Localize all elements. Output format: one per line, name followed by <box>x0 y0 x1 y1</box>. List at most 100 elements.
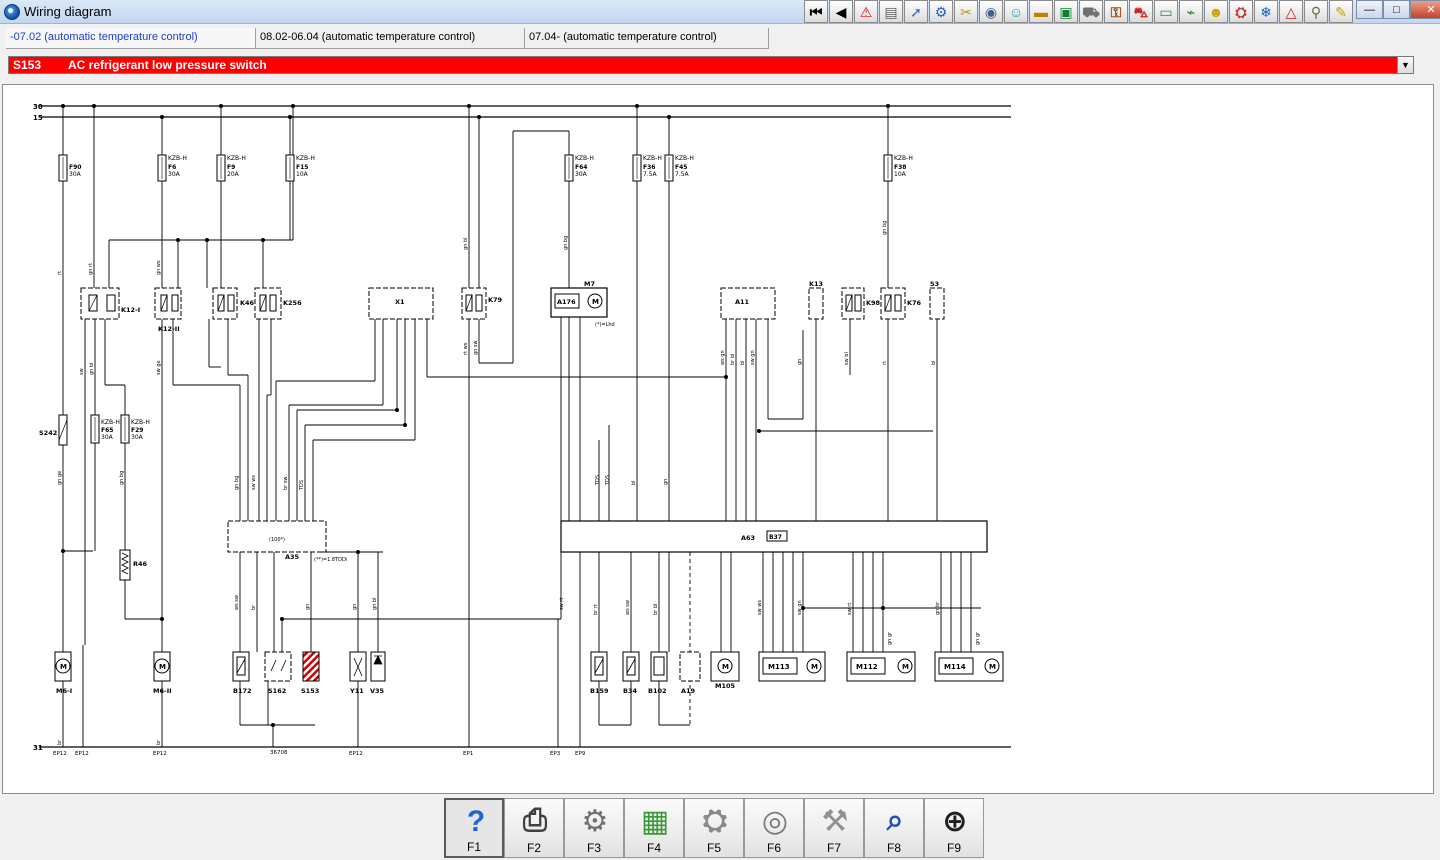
svg-text:gn: gn <box>352 604 358 610</box>
svg-text:M6-I: M6-I <box>56 687 72 695</box>
toolbar-button-abs[interactable]: △ <box>1279 0 1303 23</box>
component-select[interactable]: S153 AC refrigerant low pressure switch … <box>8 56 1414 74</box>
toolbar-button-warning[interactable]: ⚠ <box>854 0 878 23</box>
rail-31-label: 31 <box>33 744 43 752</box>
variant-tab-1[interactable]: -07.02 (automatic temperature control) <box>6 28 256 49</box>
ac-system-icon: ⚙ <box>581 804 609 838</box>
svg-text:B102: B102 <box>648 687 667 695</box>
svg-text:7.5A: 7.5A <box>675 171 690 178</box>
toolbar-button-monitor[interactable]: ▭ <box>1154 0 1178 23</box>
toolbar-button-engine[interactable]: ⛭ <box>1229 0 1253 23</box>
svg-text:F38: F38 <box>894 164 906 171</box>
fkey-label: F2 <box>526 841 541 855</box>
svg-text:F29: F29 <box>131 427 143 434</box>
svg-text:F36: F36 <box>643 164 655 171</box>
wheel-icon: ◉ <box>984 3 998 20</box>
close-button[interactable]: ✕ <box>1410 0 1440 19</box>
svg-text:gn sw: gn sw <box>473 340 479 355</box>
minimize-button[interactable]: — <box>1356 0 1383 19</box>
toolbar-button-save[interactable]: ▣ <box>1054 0 1078 23</box>
svg-text:br: br <box>156 739 162 745</box>
app-icon <box>4 4 20 20</box>
svg-text:sw: sw <box>79 368 85 375</box>
svg-text:gn bg: gn bg <box>882 221 888 235</box>
svg-text:B34: B34 <box>623 687 637 695</box>
fkey-f7-button[interactable]: ⚒F7 <box>804 798 864 858</box>
fkey-f9-button[interactable]: ⊕F9 <box>924 798 984 858</box>
svg-text:F15: F15 <box>296 164 308 171</box>
svg-text:gn bl: gn bl <box>89 363 95 376</box>
svg-text:K46: K46 <box>240 299 255 307</box>
svg-text:F64: F64 <box>575 164 587 171</box>
fkey-f5-button[interactable]: ⛭F5 <box>684 798 744 858</box>
svg-text:M: M <box>592 298 599 306</box>
svg-text:S3: S3 <box>930 280 939 288</box>
fkey-label: F9 <box>946 841 961 855</box>
variant-tab-2[interactable]: 08.02-06.04 (automatic temperature contr… <box>256 28 525 49</box>
toolbar-button-circuit[interactable]: ⌁ <box>1179 0 1203 23</box>
fkey-f6-button[interactable]: ◎F6 <box>744 798 804 858</box>
svg-text:KZB-H: KZB-H <box>131 419 150 426</box>
toolbar-button-first[interactable]: ⏮ <box>804 0 828 23</box>
svg-text:br sw: br sw <box>283 476 289 490</box>
fkey-label: F8 <box>886 841 901 855</box>
toolbar-button-tools[interactable]: ✂ <box>954 0 978 23</box>
engine-icon: ⛭ <box>1235 3 1247 20</box>
component-name: AC refrigerant low pressure switch <box>68 58 267 72</box>
chevron-down-icon[interactable]: ▼ <box>1397 57 1413 73</box>
toolbar-button-gear-blue[interactable]: ⚙ <box>929 0 953 23</box>
svg-text:gn ws: gn ws <box>156 260 162 275</box>
fkey-f3-button[interactable]: ⚙ F3 <box>564 798 624 858</box>
variant-tab-3[interactable]: 07.04- (automatic temperature control) <box>525 28 769 49</box>
toolbar-button-scanner[interactable]: ⚲ <box>1304 0 1328 23</box>
svg-text:K79: K79 <box>488 296 503 304</box>
toolbar-button-document[interactable]: ▤ <box>879 0 903 23</box>
toolbar-button-ac[interactable]: ❄ <box>1254 0 1278 23</box>
toolbar-button-notes[interactable]: ✎ <box>1329 0 1353 23</box>
svg-text:TDS: TDS <box>605 475 611 486</box>
svg-text:gn: gn <box>797 359 803 365</box>
fkey-label: F3 <box>586 841 601 855</box>
svg-text:sw rt: sw rt <box>847 603 853 615</box>
circuit-board-icon: ▦ <box>640 804 670 838</box>
toolbar-button-road[interactable]: ⛟ <box>1079 0 1103 23</box>
smiley-icon: ☻ <box>1208 3 1224 20</box>
toolbar-button-key[interactable]: ⚿ <box>1104 0 1128 23</box>
svg-text:rt: rt <box>57 271 63 275</box>
svg-text:30A: 30A <box>69 171 82 178</box>
svg-text:F9: F9 <box>227 164 235 171</box>
toolbar-button-back[interactable]: ◀ <box>829 0 853 23</box>
svg-text:K256: K256 <box>283 299 302 307</box>
svg-text:EP12: EP12 <box>53 751 67 757</box>
fkey-f8-button[interactable]: ⌕ F8 <box>864 798 924 858</box>
svg-text:F6: F6 <box>168 164 176 171</box>
svg-text:gn: gn <box>663 479 669 485</box>
function-key-bar: ?F1⎙F2 ⚙ F3 ▦F4⛭F5◎F6⚒F7 ⌕ F8 ⊕F9 <box>444 798 984 858</box>
wiring-diagram[interactable]: 30 15 31 <box>2 84 1434 794</box>
svg-text:M: M <box>60 663 67 671</box>
fkey-f1-button[interactable]: ?F1 <box>444 798 504 858</box>
ac-icon: ❄ <box>1260 3 1272 20</box>
svg-text:10A: 10A <box>894 171 907 178</box>
fkey-f2-button[interactable]: ⎙F2 <box>504 798 564 858</box>
toolbar-button-people[interactable]: ☺ <box>1004 0 1028 23</box>
maximize-button[interactable]: □ <box>1383 0 1410 19</box>
svg-text:gn: gn <box>305 604 311 610</box>
toolbar-button-battery[interactable]: ▬ <box>1029 0 1053 23</box>
svg-text:KZB-H: KZB-H <box>227 155 246 162</box>
toolbar-button-smiley[interactable]: ☻ <box>1204 0 1228 23</box>
toolbar-button-arrow[interactable]: ➚ <box>904 0 928 23</box>
svg-text:M113: M113 <box>768 663 790 671</box>
fkey-f4-button[interactable]: ▦F4 <box>624 798 684 858</box>
svg-text:B159: B159 <box>590 687 609 695</box>
svg-text:br: br <box>251 604 257 610</box>
svg-text:sw ge: sw ge <box>156 360 162 375</box>
toolbar-button-wheel[interactable]: ◉ <box>979 0 1003 23</box>
gear-blue-icon: ⚙ <box>934 3 948 20</box>
svg-text:M7: M7 <box>584 280 595 288</box>
svg-text:KZB-H: KZB-H <box>575 155 594 162</box>
toolbar-button-car[interactable]: ⛍ <box>1129 0 1153 23</box>
search-diagram-icon: ⌕ <box>886 804 904 837</box>
svg-text:(100*): (100*) <box>269 537 285 543</box>
svg-text:M: M <box>159 663 166 671</box>
